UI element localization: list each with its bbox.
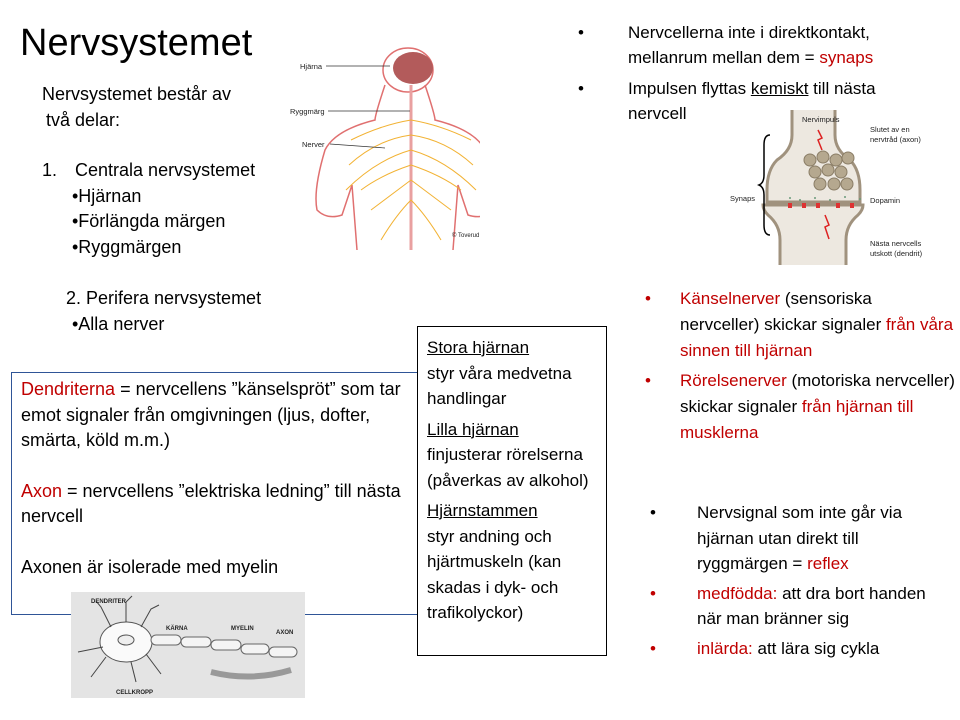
- bullet: •: [645, 371, 651, 390]
- dendrite-text: = nervcellens ”känselspröt” som tar emot…: [21, 379, 401, 450]
- slide-title: Nervsystemet: [20, 22, 253, 64]
- peripheral-label: 2. Perifera nervsystemet: [66, 288, 262, 308]
- motor-direction: från hjärnan till musklerna: [680, 397, 914, 442]
- stora-hjarnan-text: styr våra medvetna handlingar: [427, 363, 572, 409]
- reflex-term: reflex: [807, 554, 849, 573]
- innate-text: att dra bort handen när man bränner sig: [697, 583, 926, 629]
- impulse-text-end: till nästa nervcell: [628, 79, 876, 123]
- intro-line2: två delar:: [46, 109, 121, 130]
- synapse-figure: Nervimpuls Slutet av en nervtråd (axon) …: [720, 110, 960, 265]
- label-cellkropp: CELLKROPP: [116, 690, 153, 696]
- brace-icon: [756, 134, 771, 236]
- central-label: Centrala nervsystemet: [75, 160, 256, 180]
- figure-credit: © Toverud: [452, 232, 479, 239]
- label-karna: KÄRNA: [166, 625, 188, 632]
- label-axon: AXON: [276, 630, 293, 636]
- axon-term: Axon: [21, 480, 63, 501]
- impulse-bolt-icon: [824, 214, 830, 240]
- reflex-text: Nervsignal som inte går via hjärnan utan…: [697, 503, 903, 573]
- learned-text: att lära sig cykla: [752, 638, 880, 658]
- bullet: •: [578, 79, 584, 98]
- sensory-direction: från våra sinnen till hjärnan: [680, 315, 954, 360]
- impulse-text: Impulsen flyttas: [628, 79, 751, 98]
- label-axon-end-2: nervtråd (axon): [870, 135, 921, 144]
- label-hjarna: Hjärna: [300, 62, 323, 71]
- label-myelin: MYELIN: [231, 626, 254, 632]
- motor-term: Rörelsenerver: [680, 371, 787, 390]
- central-item: •Ryggmärgen: [72, 236, 182, 257]
- label-nervimpuls: Nervimpuls: [802, 115, 840, 124]
- hjarnstammen-text: styr andning och hjärtmuskeln (kan skada…: [427, 526, 562, 623]
- label-ryggmarg: Ryggmärg: [290, 107, 325, 116]
- central-item: •Förlängda märgen: [72, 211, 226, 231]
- label-axon-end: Slutet av en: [870, 125, 910, 134]
- myelin-text: Axonen är isolerade med myelin: [21, 556, 279, 577]
- bullet: •: [650, 503, 656, 522]
- neuron-figure: DENDRITER KÄRNA MYELIN AXON CELLKROPP: [71, 592, 305, 698]
- learned-term: inlärda:: [697, 638, 753, 658]
- synapse-text: Nervcellerna inte i direktkontakt, mella…: [628, 23, 870, 67]
- impulse-bolt-icon: [817, 129, 824, 151]
- motor-text: (motoriska nervceller) skickar signaler: [680, 371, 955, 416]
- label-dendriter: DENDRITER: [91, 599, 127, 605]
- nerve-types: • Känselnerver (sensoriska nervceller) s…: [645, 286, 955, 446]
- neuron-info-text: Dendriterna = nervcellens ”känselspröt” …: [21, 377, 411, 580]
- bullet: •: [645, 289, 651, 308]
- bullet: •: [650, 583, 656, 603]
- sensory-text: (sensoriska nervceller) skickar signaler: [680, 289, 886, 334]
- innate-term: medfödda:: [697, 583, 778, 603]
- synapse-term: synaps: [819, 48, 874, 67]
- label-dendrite: utskott (dendrit): [870, 249, 923, 258]
- brain-icon: [393, 52, 433, 84]
- synapse-bullets: • Nervcellerna inte i direktkontakt, mel…: [578, 20, 948, 126]
- brain-parts-box: Stora hjärnan styr våra medvetna handlin…: [417, 326, 607, 656]
- bullet: •: [578, 23, 584, 42]
- nervous-system-figure: Hjärna Ryggmärg Nerver © Toverud: [290, 40, 480, 250]
- intro-line1: Nervsystemet består av: [42, 84, 232, 104]
- central-number: 1.: [42, 160, 58, 180]
- stora-hjarnan-title: Stora hjärnan: [427, 338, 530, 357]
- axon-text: = nervcellens ”elektriska ledning” till …: [21, 480, 401, 527]
- dendrite-term: Dendriterna: [21, 379, 116, 399]
- reflex-section: • Nervsignal som inte går via hjärnan ut…: [650, 500, 950, 661]
- label-synaps: Synaps: [730, 194, 755, 203]
- peripheral-item: •Alla nerver: [72, 313, 165, 334]
- lilla-hjarnan-title: Lilla hjärnan: [427, 419, 519, 439]
- intro-text: Nervsystemet består av två delar: 1. Cent…: [42, 82, 292, 337]
- label-dopamin: Dopamin: [870, 196, 900, 205]
- lilla-hjarnan-text: finjusterar rörelserna (påverkas av alko…: [427, 445, 589, 490]
- signal-arrow-icon: [210, 667, 292, 680]
- central-item: •Hjärnan: [72, 185, 142, 206]
- bullet: •: [650, 638, 656, 658]
- sensory-term: Känselnerver: [680, 289, 781, 308]
- hjarnstammen-title: Hjärnstammen: [427, 501, 538, 520]
- impulse-keyword: kemiskt: [750, 79, 809, 98]
- label-next-cell: Nästa nervcells: [870, 239, 922, 248]
- label-nerver: Nerver: [302, 140, 325, 149]
